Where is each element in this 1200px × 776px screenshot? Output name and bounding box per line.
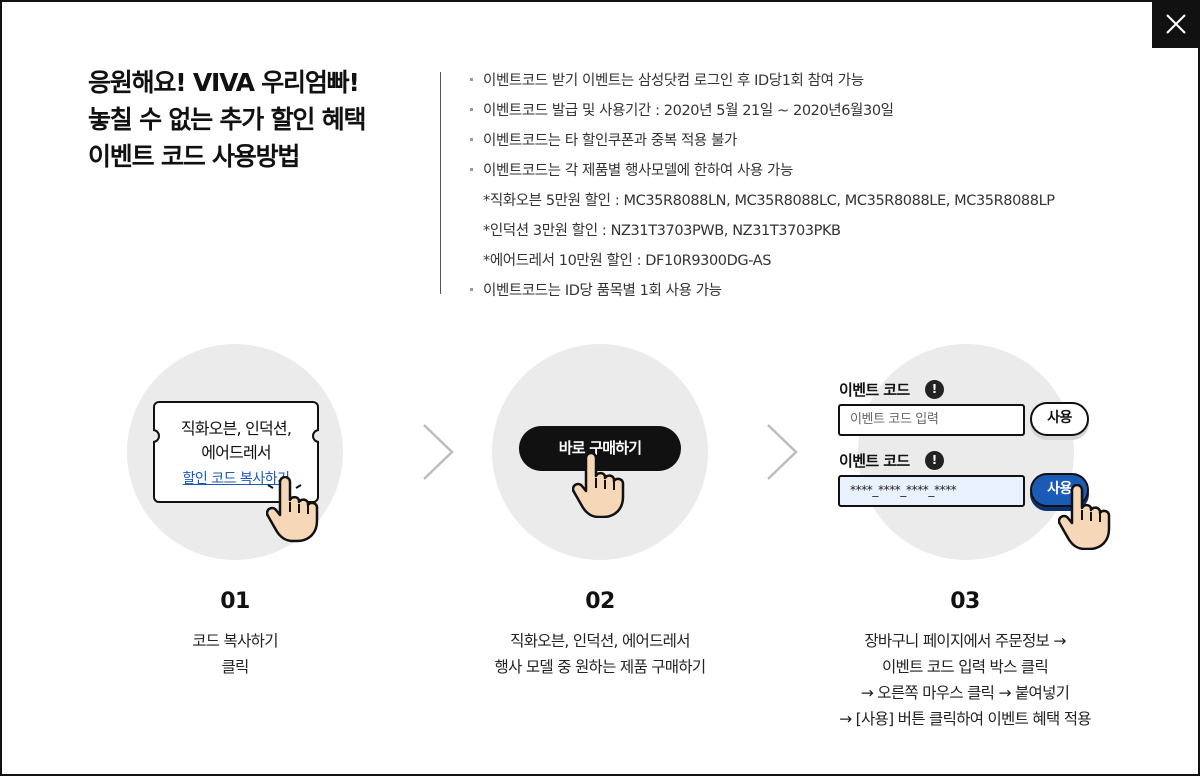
step-description-line: 클릭 [221,658,249,676]
chevron-right-icon [767,424,798,480]
step-number: 01 [220,589,250,614]
ticket-text: 직화오븐, 인덕션, [180,419,292,438]
divider [440,72,441,294]
copy-code-link[interactable]: 할인 코드 복사하기 [182,471,290,487]
info-icon: ! [925,451,944,470]
info-icon: ! [925,380,944,399]
step-description: 코드 복사하기 클릭 [65,628,405,680]
notice-text: 이벤트코드 받기 이벤트는 삼성닷컴 로그인 후 ID당1회 참여 가능 [483,73,864,89]
notice-item: 이벤트코드 발급 및 사용기간 : 2020년 5월 21일 ~ 2020년6월… [470,96,1170,126]
coupon-ticket: 직화오븐, 인덕션, 에어드레서 할인 코드 복사하기 [153,401,319,503]
event-code-label: 이벤트 코드 [839,381,910,399]
step-description-line: 행사 모델 중 원하는 제품 구매하기 [494,658,707,676]
notice-item: 이벤트코드는 각 제품별 행사모델에 한하여 사용 가능 [470,156,1170,186]
step-description: 직화오븐, 인덕션, 에어드레서 행사 모델 중 원하는 제품 구매하기 [430,628,770,680]
notice-text: 이벤트코드는 각 제품별 행사모델에 한하여 사용 가능 [483,163,793,179]
notice-item: 이벤트코드 받기 이벤트는 삼성닷컴 로그인 후 ID당1회 참여 가능 [470,66,1170,96]
bullet-icon [470,137,473,141]
notice-list: 이벤트코드 받기 이벤트는 삼성닷컴 로그인 후 ID당1회 참여 가능 이벤트… [470,66,1170,306]
step-description-line: → 오른쪽 마우스 클릭 → 붙여넣기 [860,684,1070,702]
notice-text: 이벤트코드 발급 및 사용기간 : 2020년 5월 21일 ~ 2020년6월… [483,103,894,119]
close-button[interactable] [1152,0,1200,48]
step-number: 02 [585,589,615,614]
step-description-line: 코드 복사하기 [192,632,278,650]
step-description-line: → [사용] 버튼 클릭하여 이벤트 혜택 적용 [839,710,1091,728]
event-code-input[interactable]: 이벤트 코드 입력 [838,404,1025,436]
ticket-text: 에어드레서 [201,443,271,462]
step3-circle [858,344,1074,560]
bullet-icon [470,107,473,111]
step-description-line: 이벤트 코드 입력 박스 클릭 [881,658,1049,676]
hand-pointer-icon [266,476,319,543]
bullet-icon [470,77,473,81]
event-code-label: 이벤트 코드 [839,452,910,470]
notice-subitem: *인덕션 3만원 할인 : NZ31T3703PWB, NZ31T3703PKB [483,223,841,239]
notice-text: 이벤트코드는 타 할인쿠폰과 중복 적용 불가 [483,133,737,149]
notice-subitem: *에어드레서 10만원 할인 : DF10R9300DG-AS [483,253,772,269]
notice-subitem: *직화오븐 5만원 할인 : MC35R8088LN, MC35R8088LC,… [483,193,1055,209]
close-icon [1166,14,1186,34]
event-code-input-filled[interactable]: ****_****_****_**** [838,475,1025,507]
step-number: 03 [950,589,980,614]
use-button[interactable]: 사용 [1030,402,1089,436]
bullet-icon [470,167,473,171]
ticket-notch [153,429,160,443]
chevron-right-icon [423,424,454,480]
notice-item: 이벤트코드는 ID당 품목별 1회 사용 가능 [470,276,1170,306]
step-description-line: 장바구니 페이지에서 주문정보 → [864,632,1066,650]
title-line-3: 이벤트 코드 사용방법 [88,142,300,171]
buy-now-button[interactable]: 바로 구매하기 [519,426,681,471]
hand-pointer-icon [572,452,625,518]
hand-pointer-icon [1058,484,1111,550]
step-description-line: 직화오븐, 인덕션, 에어드레서 [510,632,690,650]
step-description: 장바구니 페이지에서 주문정보 → 이벤트 코드 입력 박스 클릭 → 오른쪽 … [795,628,1135,732]
page-title: 응원해요! VIVA 우리엄빠! 놓칠 수 없는 추가 할인 혜택 이벤트 코드… [88,64,428,175]
ticket-notch [312,429,319,443]
bullet-icon [470,287,473,291]
title-line-2: 놓칠 수 없는 추가 할인 혜택 [88,105,367,134]
notice-item: 이벤트코드는 타 할인쿠폰과 중복 적용 불가 [470,126,1170,156]
notice-text: 이벤트코드는 ID당 품목별 1회 사용 가능 [483,283,722,299]
title-line-1: 응원해요! VIVA 우리엄빠! [88,68,360,97]
